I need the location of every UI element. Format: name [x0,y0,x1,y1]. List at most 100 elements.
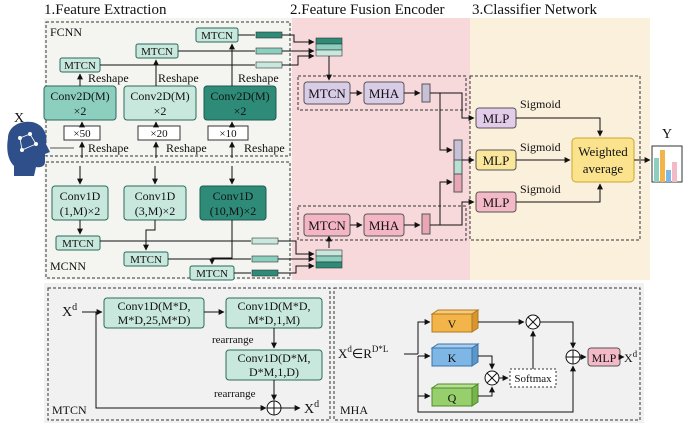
svg-text:M*D,25,M*D): M*D,25,M*D) [118,313,191,327]
sigmoid-label-bottom: Sigmoid [520,182,561,196]
mtcn-detail-label: MTCN [52,403,87,417]
mha-multiply-v-icon [525,314,541,330]
mtcn-detail-input: Xd [62,302,77,320]
fcnn-frame [45,21,291,157]
svg-text:average: average [583,161,624,176]
weighted-average-box: Weighted average [571,137,635,183]
classifier-mlp-middle: MLP [475,149,517,171]
mcnn-token-3 [251,269,279,277]
svg-text:Conv1D(M*D,: Conv1D(M*D, [237,299,310,313]
reshape-label-2: Reshape [166,141,207,155]
classifier-mlp-top: MLP [475,107,517,129]
sigmoid-label-middle: Sigmoid [520,140,561,154]
svg-text:MLP: MLP [483,195,510,210]
section-title-extraction: 1.Feature Extraction [44,2,167,18]
head-brain-icon [7,121,50,176]
mha-mlp-box: MLP [587,347,621,367]
svg-text:MTCN: MTCN [64,60,96,72]
mha-add-icon [565,349,581,365]
sigmoid-label-top: Sigmoid [520,97,561,111]
svg-text:(10,M)×2: (10,M)×2 [210,204,256,218]
encoder-region [292,18,470,280]
svg-text:MTCN: MTCN [201,30,233,42]
fcnn-token-2 [255,47,283,55]
classifier-mlp-bottom: MLP [475,191,517,213]
svg-text:MTCN: MTCN [141,46,173,58]
fcnn-stacked-tokens [315,37,343,57]
svg-text:(1,M)×2: (1,M)×2 [60,204,100,218]
svg-text:Conv1D(D*M,: Conv1D(D*M, [237,351,310,365]
svg-text:MLP: MLP [592,351,617,365]
conv2d-2-times: ×2 [154,104,167,118]
mha-detail-label: MHA [340,403,368,417]
scale-20: ×20 [150,128,168,140]
svg-text:V: V [448,317,457,331]
mha-k-block: K [430,343,480,367]
svg-text:K: K [448,351,457,365]
scale-50: ×50 [73,128,91,140]
encoder-mtcn-top: MTCN [303,81,351,105]
conv2d-1-label: Conv2D(M) [50,89,109,103]
fcnn-mtcn-1: MTCN [59,57,101,73]
output-y-label: Y [662,127,672,142]
svg-text:MTCN: MTCN [308,86,346,101]
fcnn-conv2d-2: Conv2D(M) ×2 [123,85,197,121]
mtcn-detail-frame [47,287,331,421]
section-title-encoder: 2.Feature Fusion Encoder [290,2,445,18]
fcnn-mtcn-2: MTCN [135,43,179,59]
scale-box-10 [207,125,249,141]
encoder-mtcn-bottom: MTCN [303,213,351,237]
mha-v-block: V [430,309,480,333]
svg-text:Conv1D: Conv1D [213,189,254,203]
mha-detail-input: Xd∈RD*L [338,344,388,361]
mcnn-token-2 [251,255,279,263]
input-x-label: X [14,111,24,126]
mha-multiply-kq-icon [484,370,500,386]
svg-text:MTCN: MTCN [196,268,228,280]
fcnn-mtcn-3: MTCN [195,27,239,43]
concat-token-column [453,139,463,193]
scale-box-20 [137,125,181,141]
reshape-label-3: Reshape [244,141,285,155]
encoder-top-token [421,83,431,103]
rearrange-label-2: rearrange [214,388,256,400]
encoder-mha-top: MHA [363,81,405,105]
mcnn-conv1d-1: Conv1D (1,M)×2 [51,185,109,221]
conv2d-3-label: Conv2D(M) [210,89,269,103]
svg-text:Conv1D(M*D,: Conv1D(M*D, [117,299,190,313]
svg-text:Softmax: Softmax [514,373,552,385]
reshape-label-5: Reshape [158,71,199,85]
fcnn-conv2d-3: Conv2D(M) ×2 [203,85,277,121]
encoder-mha-bottom: MHA [363,213,405,237]
svg-text:(3,M)×2: (3,M)×2 [135,204,175,218]
fcnn-label: FCNN [50,25,82,39]
mtcn-conv1d-box-3: Conv1D(D*M, D*M,1,D) [225,349,323,381]
encoder-top-frame [297,75,467,111]
mcnn-mtcn-3: MTCN [189,265,235,281]
svg-text:MTCN: MTCN [62,238,94,250]
mha-softmax-box: Softmax [509,368,557,388]
svg-text:D*M,1,D): D*M,1,D) [249,365,299,379]
reshape-label-4: Reshape [88,71,129,85]
mcnn-mtcn-2: MTCN [123,251,169,267]
svg-text:MTCN: MTCN [130,254,162,266]
conv2d-2-label: Conv2D(M) [130,89,189,103]
mtcn-add-icon [266,400,282,416]
svg-text:Weighted: Weighted [578,144,628,159]
svg-text:MTCN: MTCN [308,218,346,233]
svg-text:MLP: MLP [483,111,510,126]
mcnn-stacked-tokens [315,249,343,269]
mcnn-token-1 [251,237,279,245]
fcnn-token-3 [255,61,283,69]
svg-text:MHA: MHA [369,218,400,233]
mcnn-label: MCNN [50,259,86,273]
mcnn-conv1d-2: Conv1D (3,M)×2 [123,185,187,221]
svg-text:MHA: MHA [369,86,400,101]
fcnn-conv2d-1: Conv2D(M) ×2 [43,85,117,121]
mtcn-conv1d-box-2: Conv1D(M*D, M*D,1,M) [225,297,323,329]
svg-text:Conv1D: Conv1D [60,189,101,203]
svg-text:Q: Q [448,391,457,405]
reshape-label-6: Reshape [238,71,279,85]
mcnn-mtcn-1: MTCN [55,235,101,251]
mha-detail-output: Xd [624,349,638,365]
